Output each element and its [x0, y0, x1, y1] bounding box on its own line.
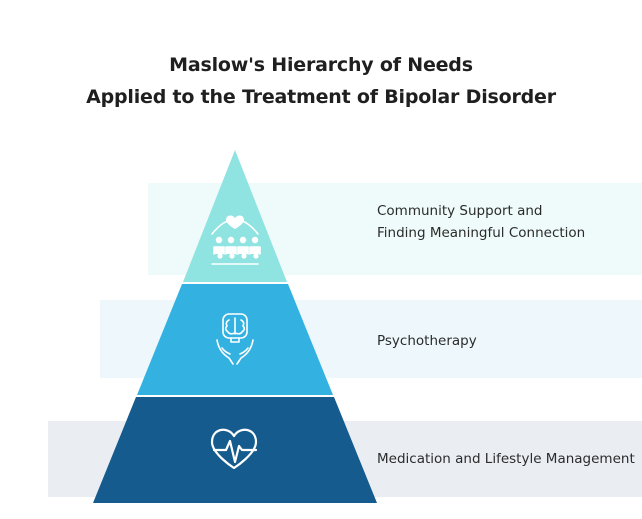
- pyramid-tier-top: [183, 150, 287, 282]
- heart-heartbeat-icon: [210, 428, 258, 470]
- tier-label-top-line-1: Community Support and: [377, 203, 543, 219]
- pyramid-tier-bottom: [93, 397, 377, 503]
- brain-in-hands-icon: [216, 313, 254, 365]
- tier-label-middle: Psychotherapy: [377, 333, 477, 349]
- tier-label-top-line-2: Finding Meaningful Connection: [377, 225, 586, 241]
- diagram-title-line-2: Applied to the Treatment of Bipolar Diso…: [86, 86, 556, 108]
- tier-label-bottom: Medication and Lifestyle Management: [377, 451, 635, 467]
- community-heart-icon: [211, 215, 261, 265]
- tier-label-top: Community Support and Finding Meaningful…: [377, 200, 585, 244]
- diagram-title-line-1: Maslow's Hierarchy of Needs: [169, 54, 473, 76]
- pyramid-tier-middle: [137, 284, 333, 395]
